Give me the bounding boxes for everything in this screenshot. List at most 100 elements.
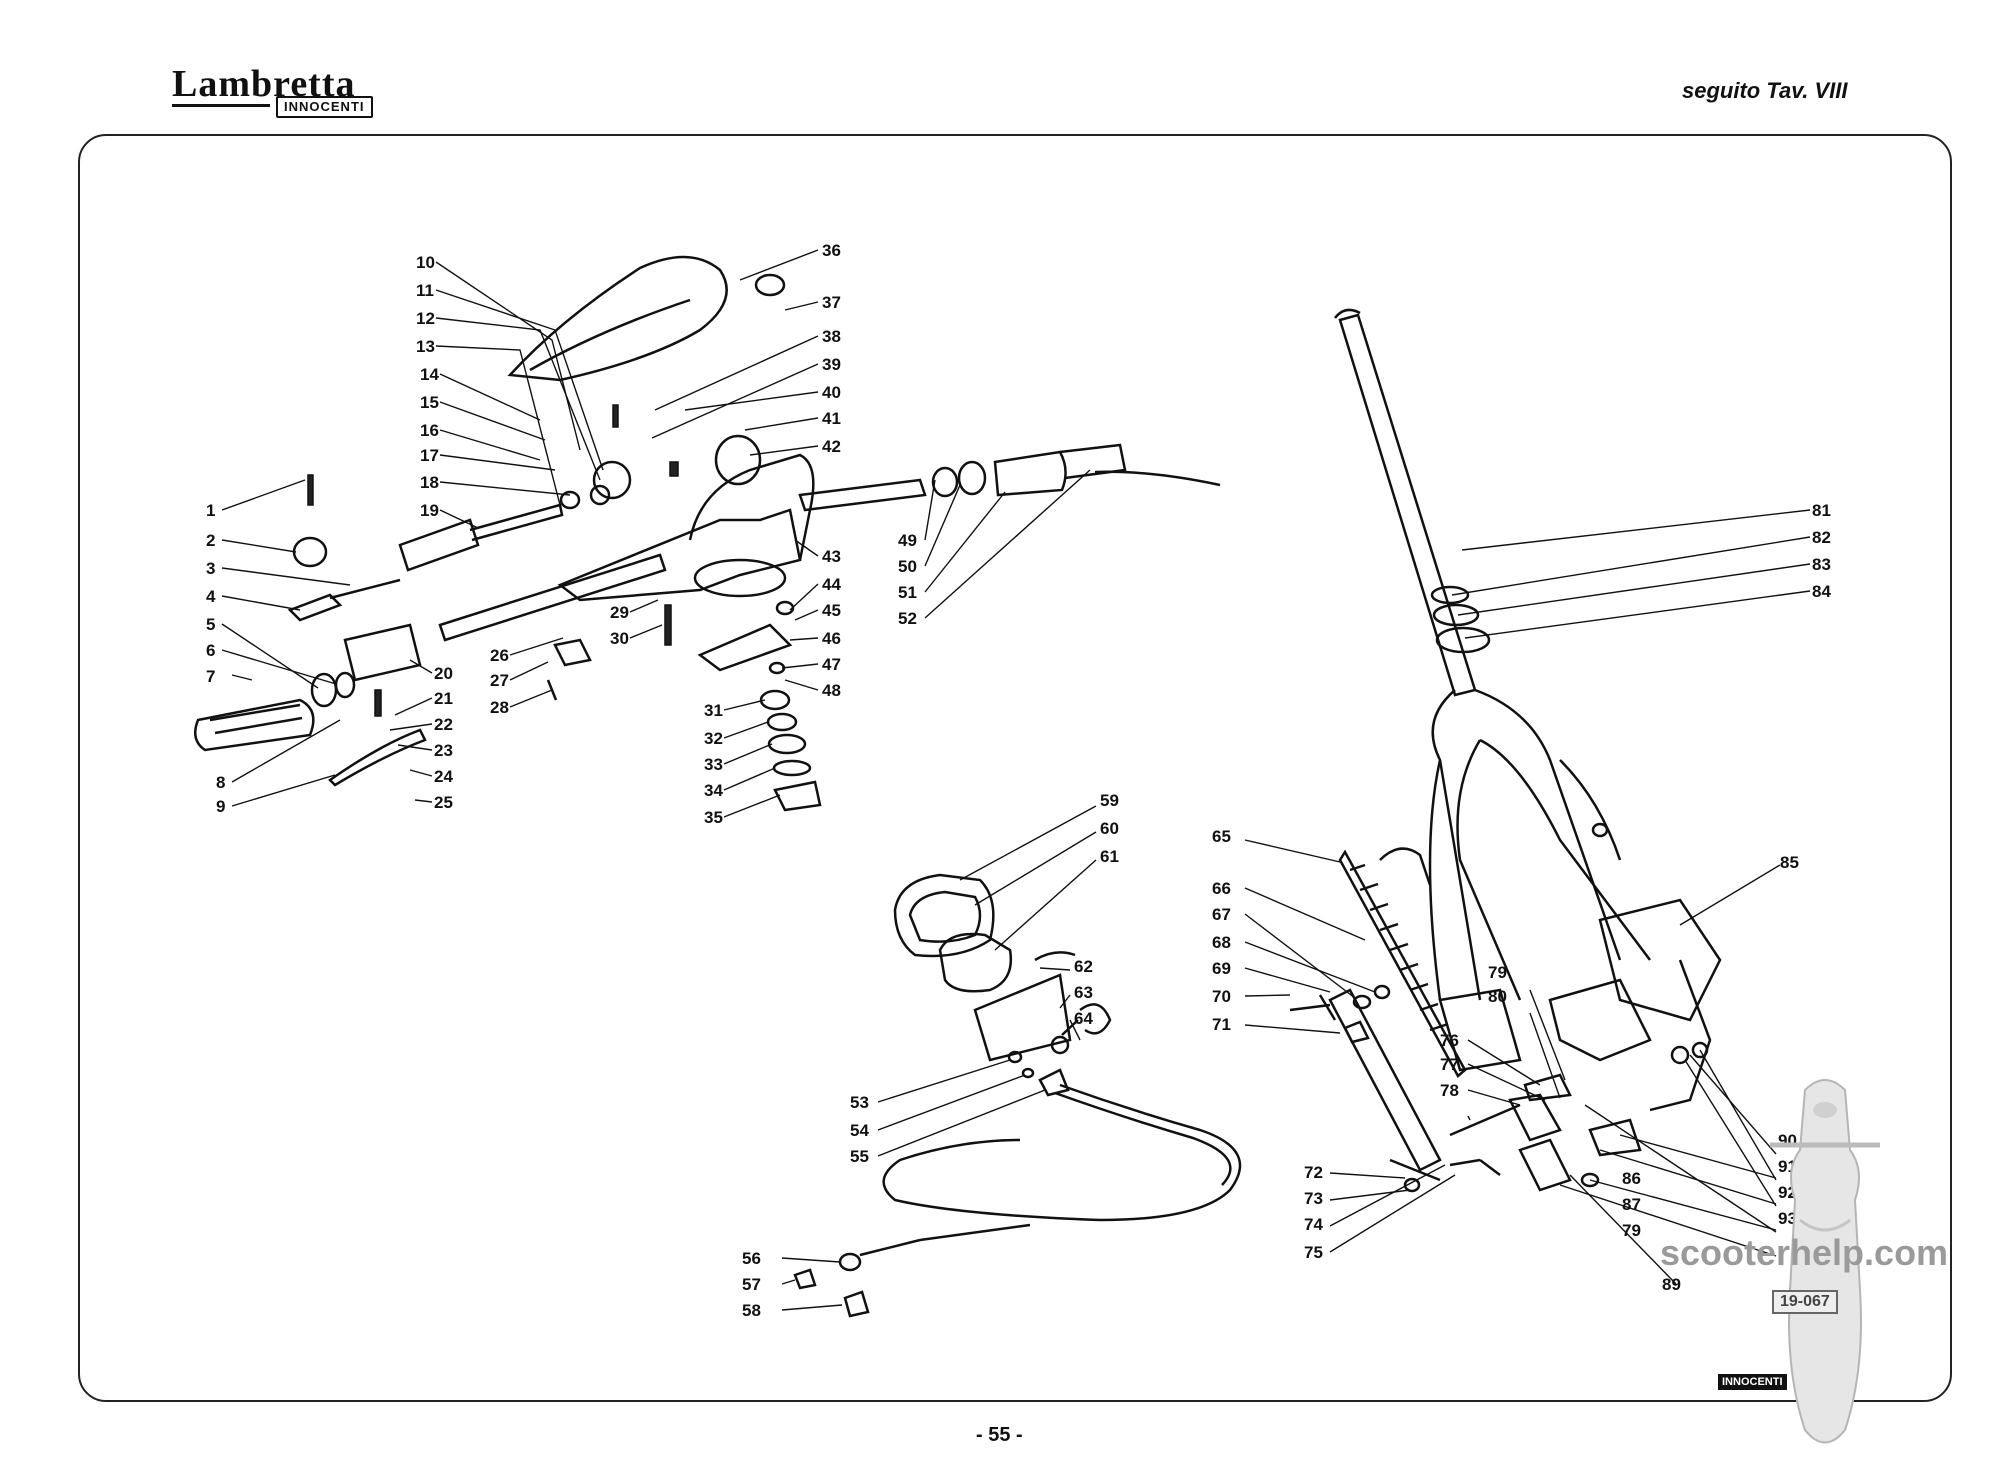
callout-label: 4 — [206, 587, 216, 606]
callout-label: 45 — [822, 601, 841, 620]
callout-label: 64 — [1074, 1009, 1093, 1028]
callout-label: 34 — [704, 781, 723, 800]
callout-label: 13 — [416, 337, 435, 356]
callout-label: 55 — [850, 1147, 869, 1166]
callout-label: 19 — [420, 501, 439, 520]
callout-label: 3 — [206, 559, 215, 578]
callout-label: 48 — [822, 681, 841, 700]
callout-label: 43 — [822, 547, 841, 566]
callout-label: 75 — [1304, 1243, 1323, 1262]
callout-label: 28 — [490, 698, 509, 717]
callout-label: 56 — [742, 1249, 761, 1268]
callout-label: 18 — [420, 473, 439, 492]
callout-label: 30 — [610, 629, 629, 648]
callout-label: 67 — [1212, 905, 1231, 924]
callout-label: 72 — [1304, 1163, 1323, 1182]
callout-label: 78 — [1440, 1081, 1459, 1100]
lambretta-logo: Lambretta INNOCENTI — [172, 62, 388, 118]
callout-label: 41 — [822, 409, 841, 428]
callout-label: 80 — [1488, 987, 1507, 1006]
callout-label: 24 — [434, 767, 453, 786]
callout-label: 51 — [898, 583, 917, 602]
callout-label: 79 — [1488, 963, 1507, 982]
speedometer-assembly — [793, 873, 1242, 1318]
callout-label: 82 — [1812, 528, 1831, 547]
leader-lines — [221, 249, 1811, 1311]
callout-label: 47 — [822, 655, 841, 674]
callout-label: 84 — [1812, 582, 1831, 601]
callout-label: 11 — [416, 281, 434, 300]
callout-label: 81 — [1812, 501, 1831, 520]
callout-label: 87 — [1622, 1195, 1641, 1214]
callout-label: 46 — [822, 629, 841, 648]
callout-labels: 1 2 3 4 5 6 7 8 9 10 11 12 13 14 15 16 1… — [206, 241, 1831, 1320]
callout-label: 8 — [216, 773, 225, 792]
fork-assembly — [1289, 308, 1722, 1193]
callout-label: 85 — [1780, 853, 1799, 872]
callout-label: 76 — [1440, 1031, 1459, 1050]
callout-label: 73 — [1304, 1189, 1323, 1208]
diagram-frame — [78, 134, 1952, 1402]
callout-label: 71 — [1212, 1015, 1231, 1034]
callout-label: 1 — [206, 501, 215, 520]
callout-label: 83 — [1812, 555, 1831, 574]
site-watermark: scooterhelp.com — [1660, 1232, 1949, 1273]
callout-label: 68 — [1212, 933, 1231, 952]
callout-label: 57 — [742, 1275, 761, 1294]
callout-label: 36 — [822, 241, 841, 260]
callout-label: 21 — [434, 689, 453, 708]
callout-label: 35 — [704, 808, 723, 827]
callout-label: 26 — [490, 646, 509, 665]
callout-label: 74 — [1304, 1215, 1323, 1234]
callout-label: 50 — [898, 557, 917, 576]
callout-label: 44 — [822, 575, 841, 594]
callout-label: 58 — [742, 1301, 761, 1320]
callout-label: 79 — [1622, 1221, 1641, 1240]
callout-label: 61 — [1100, 847, 1119, 866]
callout-label: 2 — [206, 531, 215, 550]
innocenti-small-logo: INNOCENTI — [1718, 1374, 1787, 1390]
callout-label: 29 — [610, 603, 629, 622]
callout-label: 20 — [434, 664, 453, 683]
callout-label: 40 — [822, 383, 841, 402]
callout-label: 65 — [1212, 827, 1231, 846]
callout-label: 54 — [850, 1121, 869, 1140]
callout-label: 14 — [420, 365, 439, 384]
callout-label: 10 — [416, 253, 435, 272]
callout-label: 17 — [420, 446, 439, 465]
callout-label: 15 — [420, 393, 439, 412]
callout-label: 52 — [898, 609, 917, 628]
callout-label: 9 — [216, 797, 225, 816]
callout-label: 62 — [1074, 957, 1093, 976]
callout-label: 31 — [704, 701, 723, 720]
callout-label: 63 — [1074, 983, 1093, 1002]
callout-label: 16 — [420, 421, 439, 440]
callout-label: 70 — [1212, 987, 1231, 1006]
callout-label: 49 — [898, 531, 917, 550]
callout-label: 59 — [1100, 791, 1119, 810]
callout-label: 23 — [434, 741, 453, 760]
callout-label: 93 — [1778, 1209, 1797, 1228]
callout-label: 7 — [206, 667, 215, 686]
logo-wordmark: Lambretta — [172, 63, 356, 105]
plate-reference: seguito Tav. VIII — [1682, 78, 1848, 103]
callout-label: 25 — [434, 793, 453, 812]
scooter-watermark-icon — [1770, 1079, 1880, 1444]
callout-label: 86 — [1622, 1169, 1641, 1188]
callout-label: 42 — [822, 437, 841, 456]
callout-label: 6 — [206, 641, 215, 660]
callout-label: 22 — [434, 715, 453, 734]
callout-label: 89 — [1662, 1275, 1681, 1294]
callout-label: 27 — [490, 671, 509, 690]
callout-label: 5 — [206, 615, 215, 634]
callout-label: 12 — [416, 309, 435, 328]
logo-subtitle: INNOCENTI — [276, 96, 373, 118]
catalog-code-badge: 19-067 — [1772, 1290, 1838, 1314]
callout-label: 53 — [850, 1093, 869, 1112]
callout-label: 38 — [822, 327, 841, 346]
callout-label: 37 — [822, 293, 841, 312]
callout-label: 66 — [1212, 879, 1231, 898]
callout-label: 39 — [822, 355, 841, 374]
logo-underline — [172, 104, 270, 107]
